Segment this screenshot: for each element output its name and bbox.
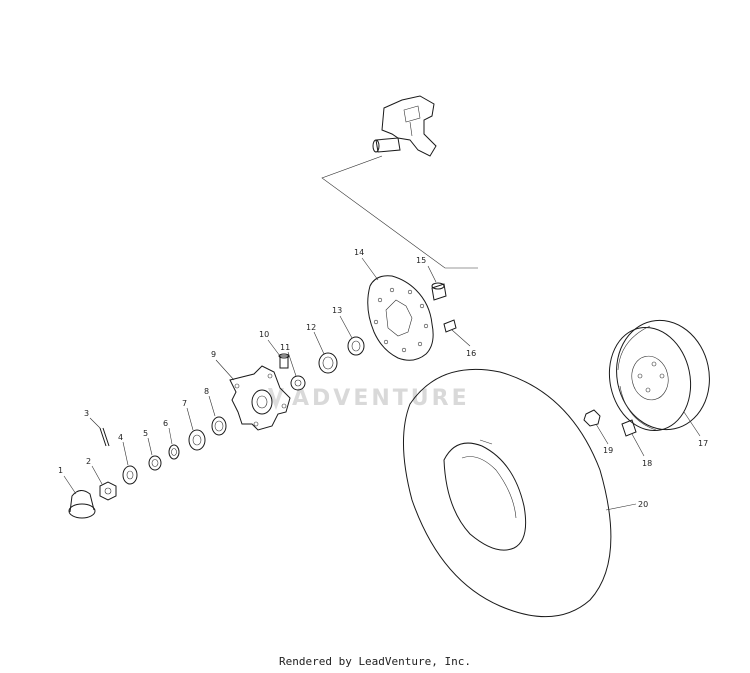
wheel-hub [229, 365, 291, 431]
inner-bearing [318, 352, 338, 374]
hub-seal [211, 416, 227, 436]
sleeve [431, 282, 447, 301]
callout-19: 19 [603, 446, 613, 455]
spacer [148, 455, 162, 471]
leader-lines [63, 257, 701, 511]
callout-20: 20 [638, 500, 648, 509]
callout-5: 5 [143, 429, 148, 438]
outer-bearing [188, 429, 206, 451]
castle-nut [99, 481, 117, 501]
bushing [290, 375, 306, 391]
callout-9: 9 [211, 350, 216, 359]
callout-3: 3 [84, 409, 89, 418]
render-credit: Rendered by LeadVenture, Inc. [278, 655, 472, 668]
watermark-text: ADVENTURE [292, 386, 470, 411]
callout-8: 8 [204, 387, 209, 396]
callout-17: 17 [698, 439, 708, 448]
lug-nut [583, 409, 601, 427]
callout-1: 1 [58, 466, 63, 475]
steering-knuckle [372, 95, 437, 157]
callouts: 1 2 3 4 5 6 7 8 9 10 11 12 13 14 15 16 1… [58, 248, 708, 509]
callout-4: 4 [118, 433, 123, 442]
callout-12: 12 [306, 323, 316, 332]
watermark: ADVENTURE [268, 386, 470, 411]
cotter-pin [99, 427, 110, 447]
valve-stem [621, 419, 637, 437]
tire [403, 368, 612, 618]
watermark-logo-icon [268, 388, 284, 410]
callout-2: 2 [86, 457, 91, 466]
callout-10: 10 [259, 330, 269, 339]
wheel-stud [278, 353, 290, 369]
assembly-leader-line [321, 155, 478, 269]
callout-11: 11 [280, 343, 290, 352]
callout-6: 6 [163, 419, 168, 428]
callout-16: 16 [466, 349, 476, 358]
callout-14: 14 [354, 248, 364, 257]
seal-ring [168, 444, 180, 460]
callout-7: 7 [182, 399, 187, 408]
hub-cap [68, 490, 96, 519]
callout-15: 15 [416, 256, 426, 265]
disc-bolt [443, 319, 457, 333]
brake-disc [367, 275, 434, 361]
callout-18: 18 [642, 459, 652, 468]
callout-13: 13 [332, 306, 342, 315]
washer [122, 465, 138, 485]
inner-seal [347, 336, 365, 356]
wheel-rim [608, 319, 710, 432]
